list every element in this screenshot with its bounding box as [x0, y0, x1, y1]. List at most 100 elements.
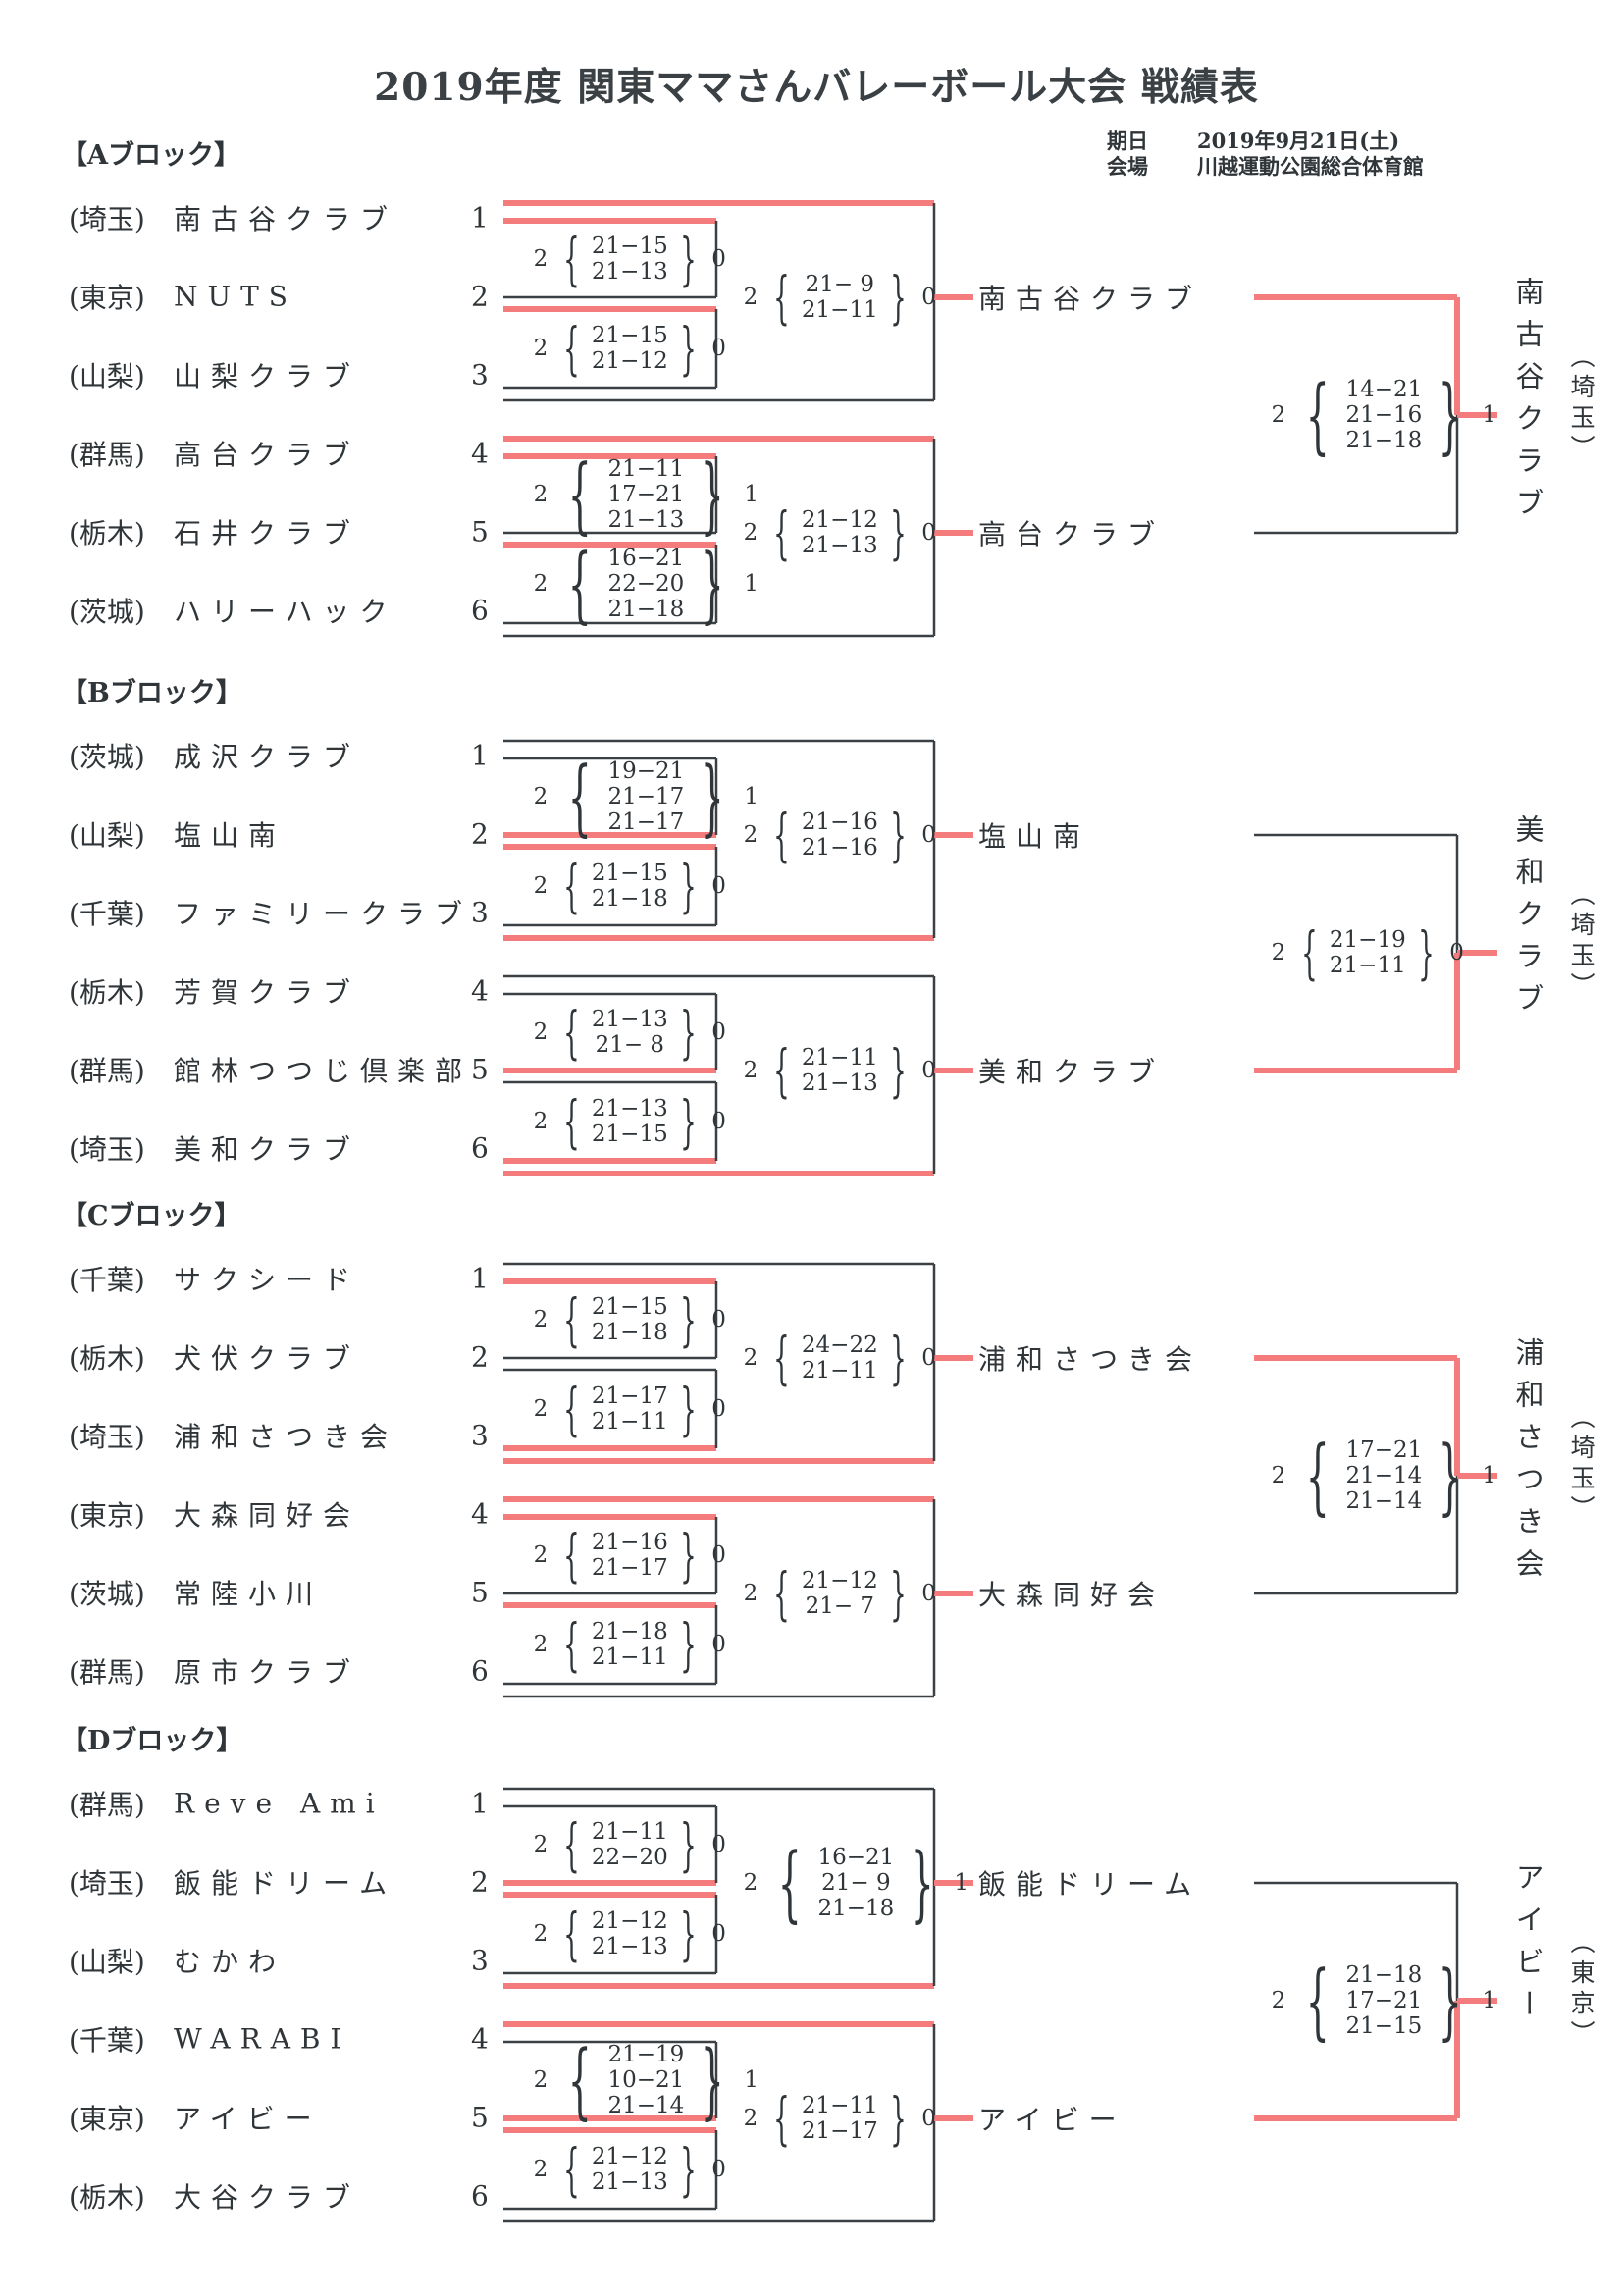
advancer-name: 大森同好会: [978, 1579, 1166, 1611]
set-score: 21−19: [607, 2042, 685, 2067]
team-prefecture: (栃木): [69, 517, 145, 549]
champion-name: 美和クラブ: [1511, 814, 1544, 1025]
set-score: 21−12: [801, 1568, 878, 1593]
page-title: 2019年度 関東ママさんバレーボール大会 戦績表: [374, 65, 1259, 110]
sets-won: 2: [533, 1396, 549, 1422]
team-number: 2: [471, 1865, 489, 1899]
set-score: 21−17: [591, 1383, 668, 1409]
sets-lost: 0: [711, 2157, 726, 2182]
block-label: 【Aブロック】: [61, 140, 240, 171]
right-brace: }: [679, 853, 697, 919]
set-score: 21− 8: [595, 1032, 665, 1058]
left-brace: {: [1301, 919, 1318, 986]
right-brace: }: [679, 1376, 697, 1442]
set-score: 21−13: [591, 2169, 668, 2195]
team-number: 1: [471, 1787, 489, 1820]
team-prefecture: (山梨): [69, 819, 145, 852]
team-name: Reve Ami: [174, 1787, 385, 1820]
team-name: 大谷クラブ: [174, 2181, 361, 2214]
team-number: 6: [471, 1131, 489, 1165]
right-brace: }: [679, 999, 697, 1066]
set-score: 22−20: [591, 1845, 668, 1870]
left-brace: {: [773, 1037, 790, 1104]
sets-won: 2: [533, 784, 549, 809]
set-score: 21−15: [591, 234, 668, 259]
team-prefecture: (茨城): [69, 741, 145, 773]
set-score: 21−16: [1345, 402, 1423, 428]
set-score: 21−18: [591, 886, 668, 912]
sets-lost: 0: [711, 1307, 726, 1332]
team-prefecture: (群馬): [69, 1789, 145, 1821]
team-prefecture: (東京): [69, 282, 145, 314]
team-name: ハリーハック: [174, 596, 397, 628]
set-score: 21−17: [607, 809, 685, 835]
set-score: 21−11: [801, 1045, 878, 1070]
team-name: 塩山南: [174, 819, 287, 852]
right-brace: }: [700, 2032, 725, 2128]
sets-lost: 1: [954, 1870, 969, 1896]
team-name: 芳賀クラブ: [174, 976, 361, 1009]
set-score: 21− 9: [805, 272, 875, 297]
sets-won: 2: [743, 822, 759, 848]
sets-lost: 0: [711, 246, 726, 272]
sets-won: 2: [743, 520, 759, 546]
set-score: 19−21: [607, 758, 685, 784]
sets-lost: 1: [744, 482, 759, 507]
left-brace: {: [563, 1901, 580, 1967]
right-brace: }: [679, 2136, 697, 2203]
set-score: 21−15: [1345, 2013, 1423, 2039]
team-number: 5: [471, 515, 489, 548]
sets-lost: 0: [1449, 940, 1464, 965]
left-brace: {: [563, 999, 580, 1066]
sets-won: 2: [743, 1345, 759, 1371]
team-number: 5: [471, 1576, 489, 1609]
sets-lost: 0: [711, 873, 726, 899]
set-score: 14−21: [1345, 377, 1423, 402]
set-score: 21−11: [801, 2093, 878, 2118]
sets-lost: 0: [711, 1921, 726, 1947]
right-brace: }: [889, 499, 907, 566]
team-name: アイビー: [174, 2103, 322, 2135]
right-brace: }: [889, 1037, 907, 1104]
team-name: 山梨クラブ: [174, 360, 361, 392]
team-prefecture: (埼玉): [69, 1421, 145, 1453]
team-prefecture: (千葉): [69, 2024, 145, 2057]
left-brace: {: [563, 315, 580, 382]
set-score: 21−11: [801, 297, 878, 323]
right-brace: }: [679, 315, 697, 382]
sets-won: 2: [533, 1109, 549, 1134]
event-venue: 川越運動公園総合体育館: [1197, 154, 1424, 179]
team-name: むかわ: [174, 1946, 287, 1978]
left-brace: {: [567, 2032, 592, 2128]
sets-won: 2: [743, 2106, 759, 2131]
right-brace: }: [679, 226, 697, 292]
team-prefecture: (東京): [69, 1499, 145, 1532]
set-score: 21− 7: [805, 1593, 875, 1619]
left-brace: {: [1305, 1953, 1330, 2049]
right-brace: }: [889, 264, 907, 331]
team-number: 5: [471, 2101, 489, 2134]
right-brace: }: [679, 1286, 697, 1353]
set-score: 21−17: [591, 1555, 668, 1581]
champion-prefecture: （埼玉）: [1567, 881, 1596, 1003]
set-score: 22−20: [607, 571, 685, 597]
team-number: 6: [471, 594, 489, 627]
sets-won: 2: [1271, 1988, 1286, 2013]
